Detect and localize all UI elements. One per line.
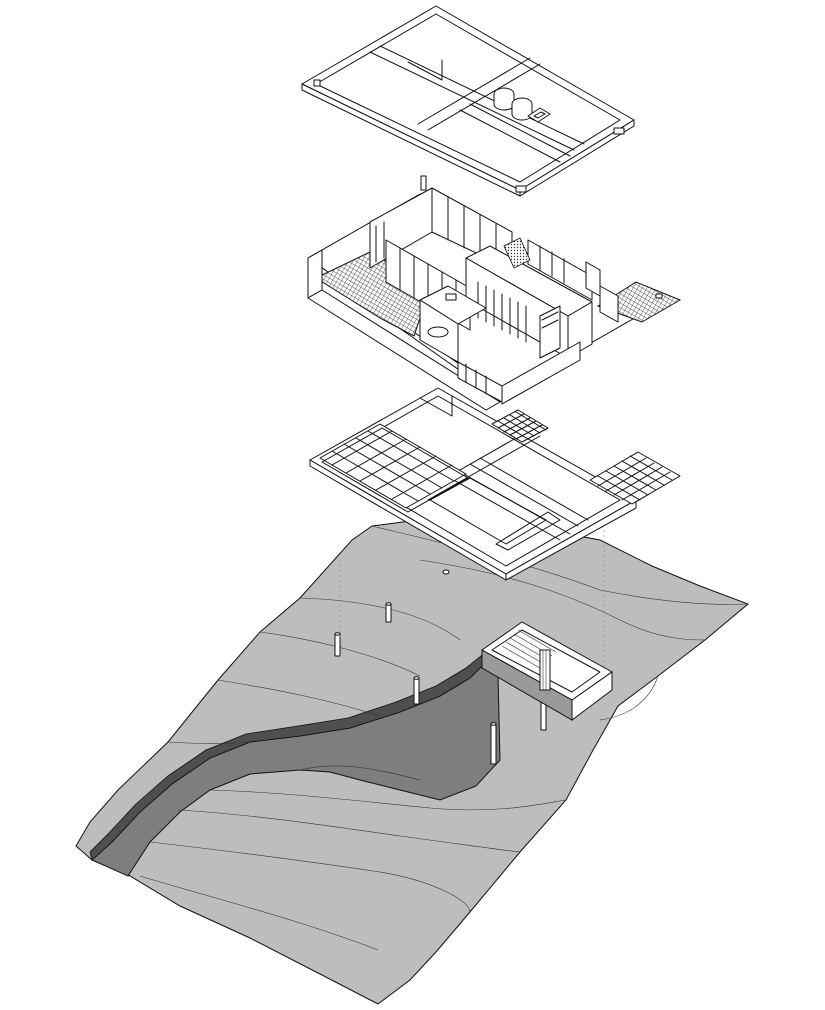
- terrain-cut-edge: [89, 651, 489, 861]
- roof-tanks: [493, 87, 551, 123]
- bathtub: [427, 326, 449, 338]
- floor-grating-right: [589, 451, 681, 505]
- pile: [413, 677, 420, 705]
- roof-frame-top: [301, 5, 635, 191]
- pile: [490, 723, 497, 765]
- site-terrain-layer: [75, 514, 749, 1005]
- stair-box: [481, 621, 613, 721]
- floor-grating-small: [491, 409, 549, 443]
- stair-column: [539, 649, 551, 691]
- bath-block: [419, 285, 487, 363]
- floor-structure-layer: [309, 387, 681, 581]
- roof-layer: [301, 5, 635, 197]
- living-level-layer: [307, 175, 682, 411]
- pile: [334, 633, 341, 657]
- floor-grating-left: [319, 423, 469, 513]
- pile: [385, 603, 392, 623]
- pile-cap: [442, 569, 450, 575]
